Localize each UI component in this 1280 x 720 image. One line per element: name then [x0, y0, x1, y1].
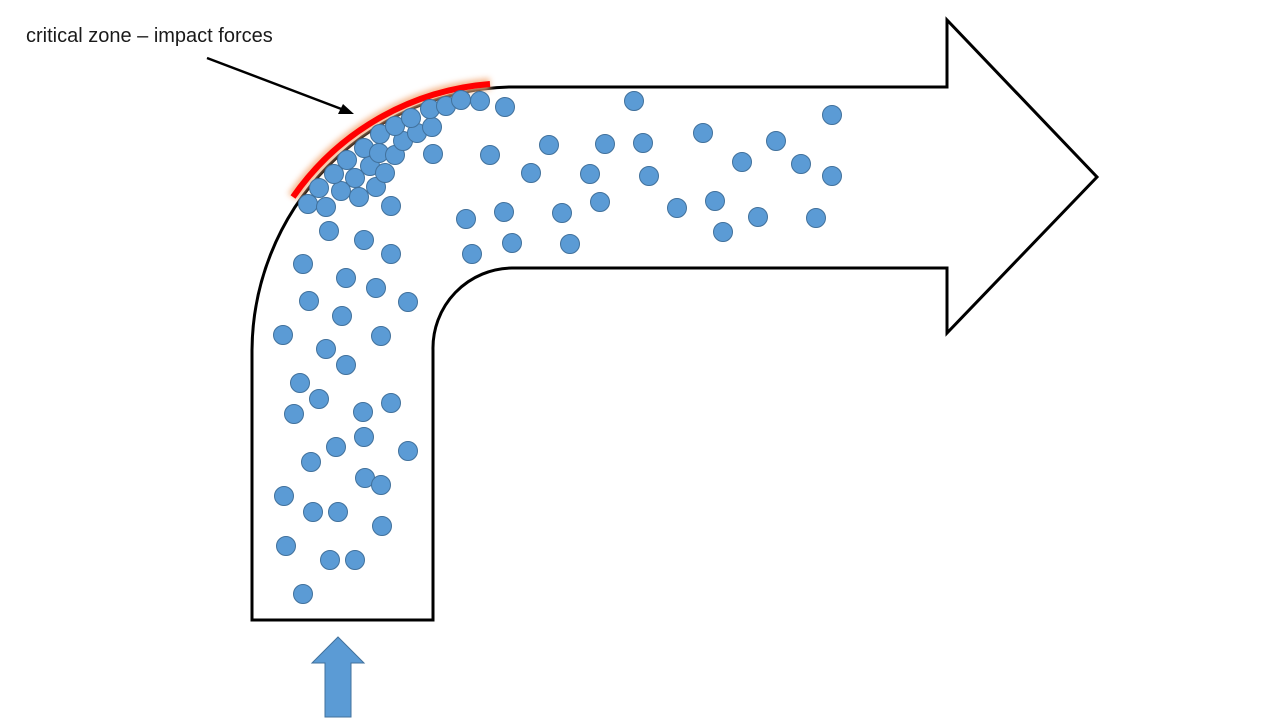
particle	[502, 233, 522, 253]
particle	[316, 339, 336, 359]
particle	[345, 168, 365, 188]
particle	[381, 244, 401, 264]
particle	[580, 164, 600, 184]
particle	[748, 207, 768, 227]
particle	[398, 441, 418, 461]
particle	[331, 181, 351, 201]
particle	[345, 550, 365, 570]
particle	[284, 404, 304, 424]
particle	[298, 194, 318, 214]
particle	[301, 452, 321, 472]
particle	[299, 291, 319, 311]
particle	[398, 292, 418, 312]
particle	[366, 177, 386, 197]
particle	[595, 134, 615, 154]
particle	[274, 486, 294, 506]
particle	[451, 90, 471, 110]
particle	[332, 306, 352, 326]
particle	[336, 355, 356, 375]
particle	[693, 123, 713, 143]
particle	[560, 234, 580, 254]
particle	[822, 166, 842, 186]
particle	[822, 105, 842, 125]
particle	[552, 203, 572, 223]
particle	[326, 437, 346, 457]
particles	[273, 90, 842, 604]
particle	[372, 516, 392, 536]
particle	[309, 389, 329, 409]
particle	[349, 187, 369, 207]
particle	[320, 550, 340, 570]
particle	[470, 91, 490, 111]
particle	[456, 209, 476, 229]
particle	[624, 91, 644, 111]
particle	[290, 373, 310, 393]
particle	[462, 244, 482, 264]
particle	[494, 202, 514, 222]
particle	[303, 502, 323, 522]
particle	[337, 150, 357, 170]
particle	[806, 208, 826, 228]
particle	[385, 116, 405, 136]
particle	[371, 475, 391, 495]
particle	[293, 584, 313, 604]
particle	[732, 152, 752, 172]
particle	[590, 192, 610, 212]
particle	[316, 197, 336, 217]
particle	[791, 154, 811, 174]
particle	[336, 268, 356, 288]
particle	[766, 131, 786, 151]
particle	[705, 191, 725, 211]
particle	[401, 108, 421, 128]
particle	[353, 402, 373, 422]
inflow-arrow	[310, 636, 366, 718]
particle	[375, 163, 395, 183]
particle	[319, 221, 339, 241]
particle	[354, 230, 374, 250]
particle	[371, 326, 391, 346]
particle	[667, 198, 687, 218]
critical-zone-highlight	[288, 78, 491, 201]
particle	[423, 144, 443, 164]
particle	[273, 325, 293, 345]
particle	[309, 178, 329, 198]
critical-zone-label: critical zone – impact forces	[26, 25, 273, 47]
particle	[422, 117, 442, 137]
particle	[480, 145, 500, 165]
particle	[539, 135, 559, 155]
particle	[495, 97, 515, 117]
particle	[324, 164, 344, 184]
particle	[293, 254, 313, 274]
particle	[713, 222, 733, 242]
particle	[639, 166, 659, 186]
particle	[328, 502, 348, 522]
particle	[381, 196, 401, 216]
particle	[366, 278, 386, 298]
annotation-pointer-arrow	[206, 56, 354, 114]
particle	[521, 163, 541, 183]
particle	[381, 393, 401, 413]
particle	[633, 133, 653, 153]
particle	[354, 427, 374, 447]
particle	[276, 536, 296, 556]
